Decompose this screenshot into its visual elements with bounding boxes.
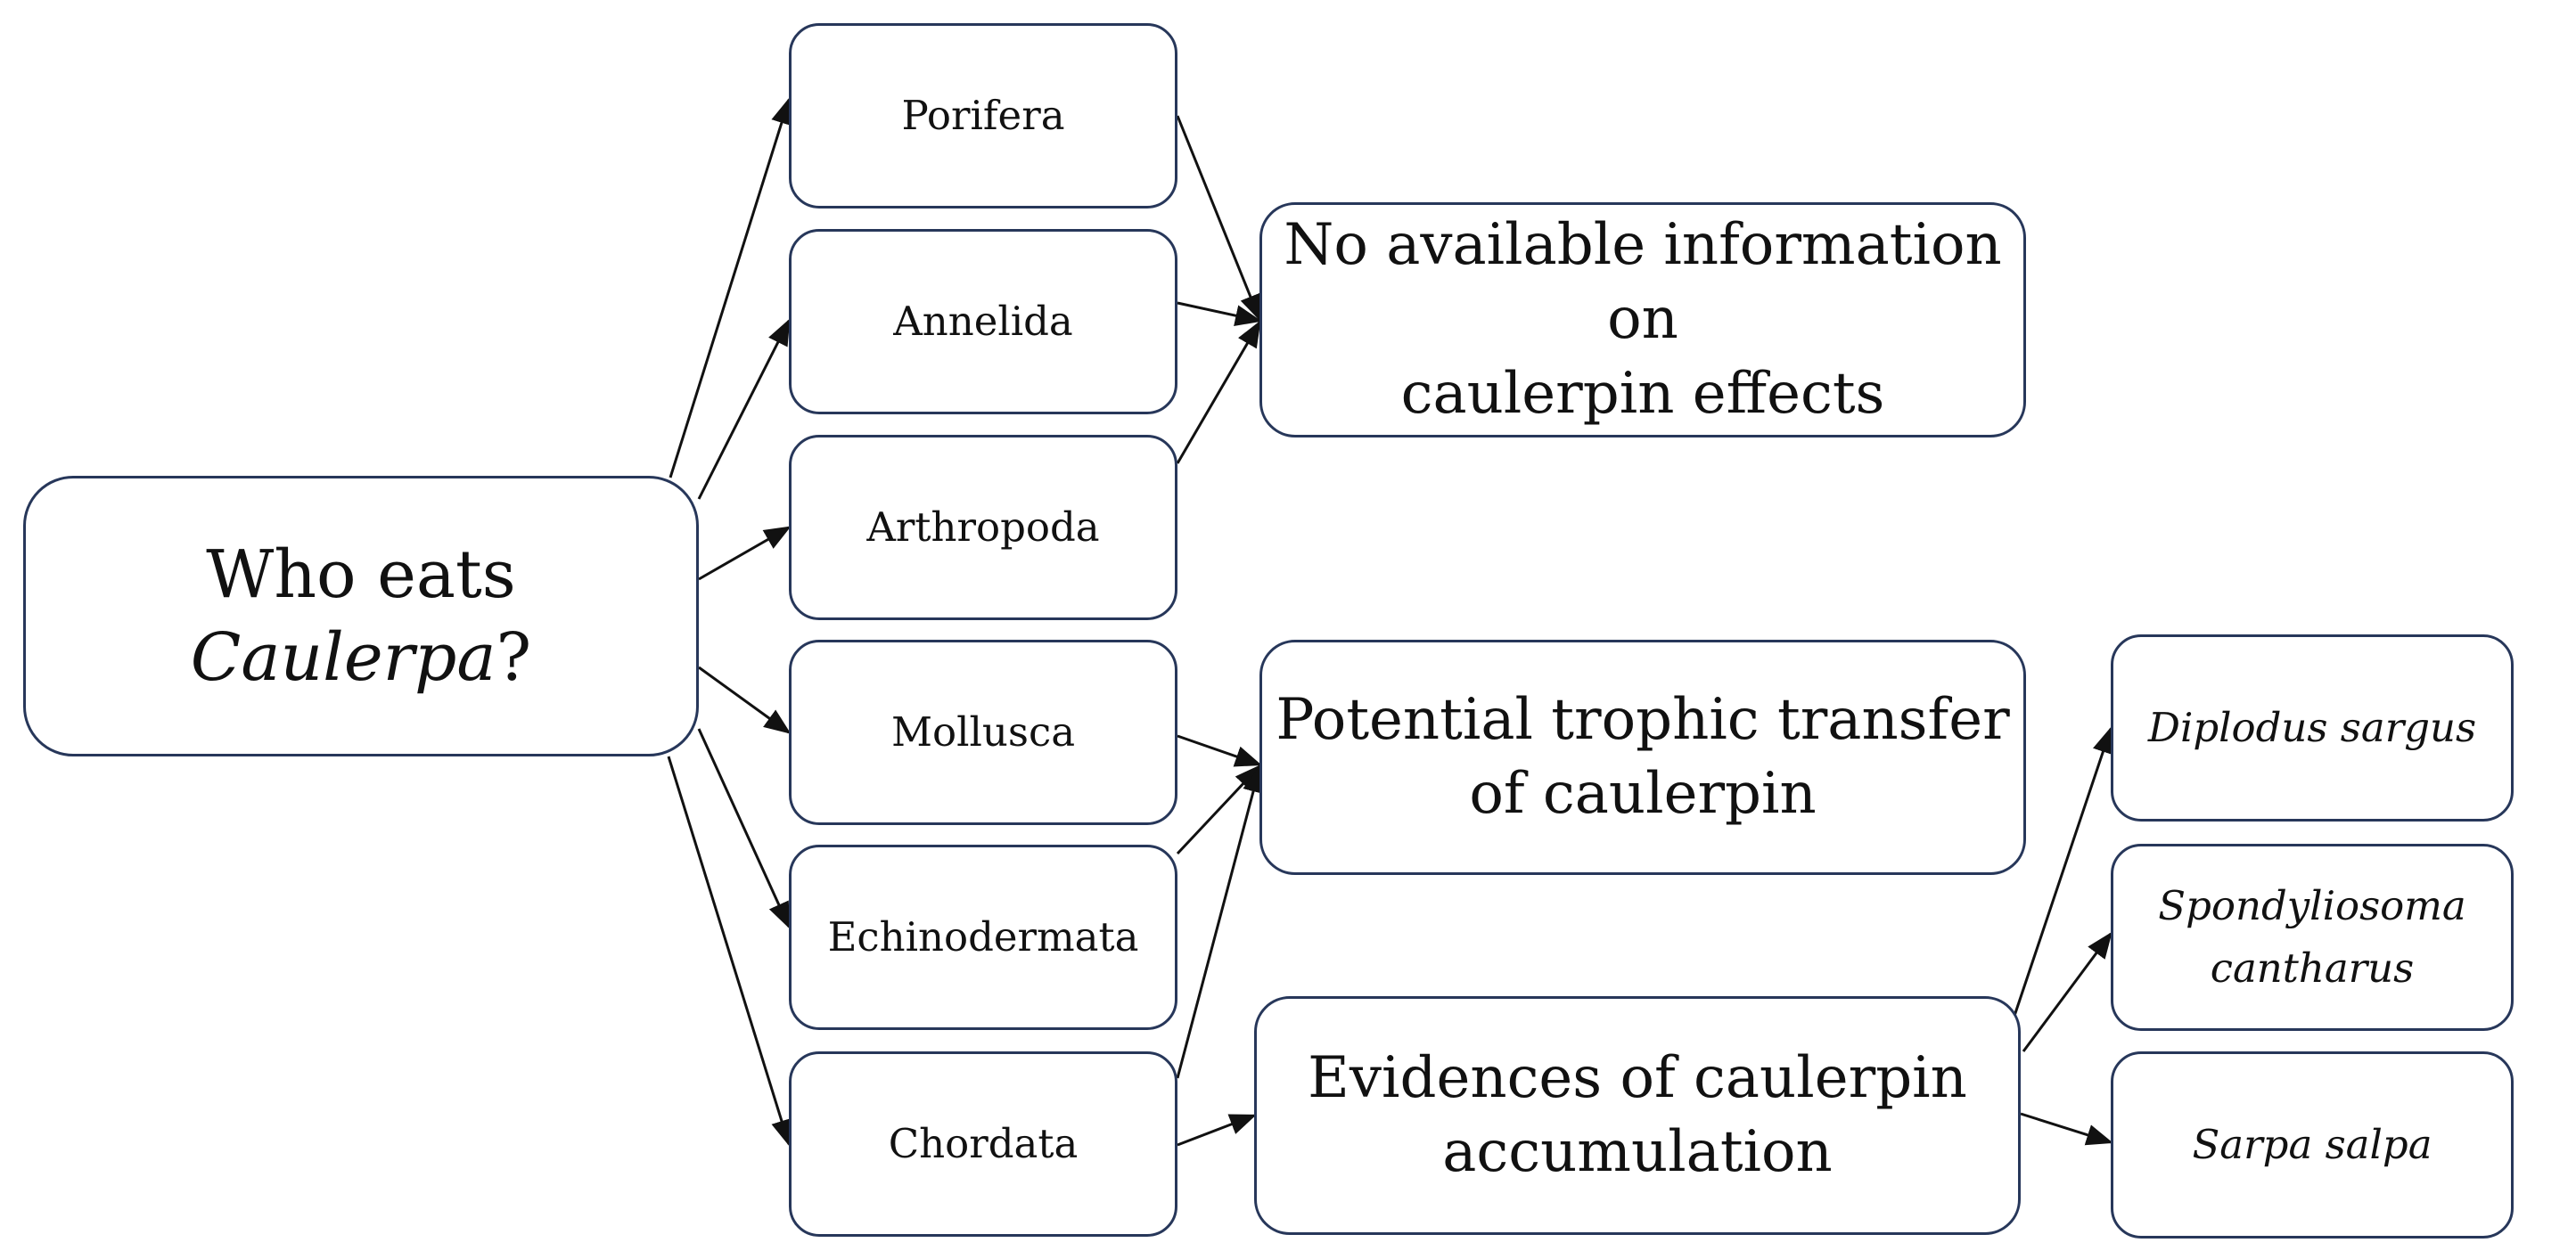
arrow-evidences-diplodus — [2013, 726, 2113, 1017]
phylum-label-arthropoda: Arthropoda — [866, 503, 1100, 551]
arrow-evidences-spondyliosoma — [2022, 931, 2112, 1052]
arrow-root-annelida — [697, 318, 791, 500]
phylum-label-annelida: Annelida — [893, 297, 1073, 345]
outcome-evidences-line1: Evidences of caulerpin — [1308, 1044, 1967, 1111]
phylum-label-mollusca: Mollusca — [890, 707, 1076, 756]
species-label-sarpa-salpa: Sarpa salpa — [2192, 1121, 2432, 1169]
arrow-echinodermata-potential — [1176, 764, 1262, 855]
phylum-box-chordata: Chordata — [789, 1051, 1177, 1237]
root-question-prefix: Who eats — [206, 536, 516, 613]
arrow-mollusca-potential — [1177, 734, 1262, 767]
arrow-root-mollusca — [698, 666, 792, 734]
arrow-chordata-evidences — [1177, 1114, 1257, 1147]
arrow-evidences-sarpa — [2020, 1112, 2113, 1146]
species-spondyliosoma-line2: cantharus — [2210, 944, 2415, 992]
phylum-label-echinodermata: Echinodermata — [827, 912, 1139, 961]
outcome-box-potential-transfer: Potential trophic transfer of caulerpin — [1259, 640, 2026, 875]
phylum-label-porifera: Porifera — [901, 91, 1065, 139]
root-question-suffix: ? — [496, 618, 532, 696]
outcome-potential-transfer-line1: Potential trophic transfer — [1276, 686, 2010, 753]
arrow-root-porifera — [669, 97, 792, 478]
outcome-box-evidences-accumulation: Evidences of caulerpin accumulation — [1254, 996, 2021, 1235]
phylum-box-arthropoda: Arthropoda — [789, 435, 1177, 620]
phylum-label-chordata: Chordata — [888, 1119, 1079, 1167]
outcome-text-potential-transfer: Potential trophic transfer of caulerpin — [1276, 683, 2009, 831]
outcome-no-information-line1: No available information on — [1284, 212, 2002, 353]
arrow-porifera-noinfo — [1176, 115, 1261, 322]
outcome-text-no-information: No available information on caulerpin ef… — [1262, 208, 2023, 431]
species-box-diplodus-sargus: Diplodus sargus — [2111, 634, 2514, 822]
outcome-potential-transfer-line2: of caulerpin — [1469, 761, 1817, 827]
arrow-root-chordata — [667, 756, 792, 1147]
root-question-genus: Caulerpa — [190, 618, 496, 696]
root-question-text: Who eats Caulerpa? — [26, 534, 696, 699]
species-label-spondyliosoma-cantharus: Spondyliosoma cantharus — [2158, 875, 2466, 1000]
phylum-box-annelida: Annelida — [789, 229, 1177, 414]
arrow-root-arthropoda — [698, 526, 792, 581]
species-box-spondyliosoma-cantharus: Spondyliosoma cantharus — [2111, 844, 2514, 1031]
phylum-box-mollusca: Mollusca — [789, 640, 1177, 825]
species-spondyliosoma-line1: Spondyliosoma — [2158, 882, 2466, 930]
outcome-text-evidences-accumulation: Evidences of caulerpin accumulation — [1308, 1042, 1967, 1190]
phylum-box-porifera: Porifera — [789, 23, 1177, 208]
arrow-chordata-potential — [1176, 765, 1264, 1079]
root-question-box: Who eats Caulerpa? — [23, 476, 699, 756]
outcome-evidences-line2: accumulation — [1442, 1119, 1833, 1185]
phylum-box-echinodermata: Echinodermata — [789, 845, 1177, 1030]
arrow-annelida-noinfo — [1177, 301, 1262, 326]
outcome-no-information-line2: caulerpin effects — [1400, 360, 1885, 427]
arrow-arthropoda-noinfo — [1176, 320, 1261, 464]
arrow-root-echinodermata — [697, 728, 791, 929]
outcome-box-no-information: No available information on caulerpin ef… — [1259, 202, 2026, 437]
species-box-sarpa-salpa: Sarpa salpa — [2111, 1051, 2514, 1239]
species-label-diplodus-sargus: Diplodus sargus — [2147, 704, 2477, 752]
